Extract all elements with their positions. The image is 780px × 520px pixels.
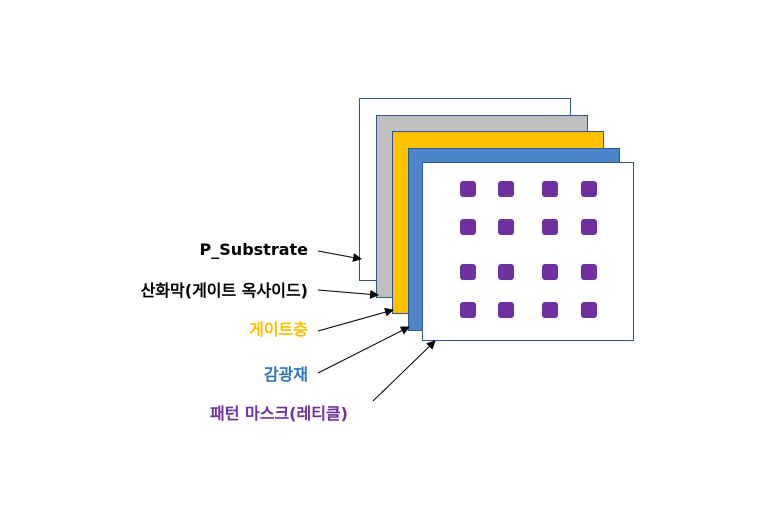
pattern-dot <box>460 302 476 318</box>
oxide-label: 산화막(게이트 옥사이드) <box>140 281 308 300</box>
pattern-mask-label: 패턴 마스크(레티클) <box>210 404 348 423</box>
pattern-dot <box>498 181 514 197</box>
pattern-mask-layer <box>422 162 634 341</box>
mask-arrow <box>372 340 436 402</box>
substrate-label: P_Substrate <box>199 240 308 259</box>
photoresist-label: 감광재 <box>263 365 308 384</box>
gate-label: 게이트층 <box>249 320 308 339</box>
pattern-dot <box>498 302 514 318</box>
pattern-dot <box>581 302 597 318</box>
pattern-dot <box>542 219 558 235</box>
pattern-dot <box>542 302 558 318</box>
substrate-arrow <box>317 250 362 262</box>
pattern-dot <box>498 264 514 280</box>
pattern-dot <box>542 264 558 280</box>
gate-arrow <box>317 307 394 332</box>
pattern-dot <box>581 264 597 280</box>
pattern-dot <box>581 219 597 235</box>
pattern-dot <box>460 264 476 280</box>
oxide-arrow <box>317 289 379 299</box>
pattern-dot <box>498 219 514 235</box>
resist-arrow <box>317 326 410 374</box>
pattern-dot <box>581 181 597 197</box>
pattern-dot <box>460 219 476 235</box>
pattern-dot <box>542 181 558 197</box>
pattern-dot <box>460 181 476 197</box>
